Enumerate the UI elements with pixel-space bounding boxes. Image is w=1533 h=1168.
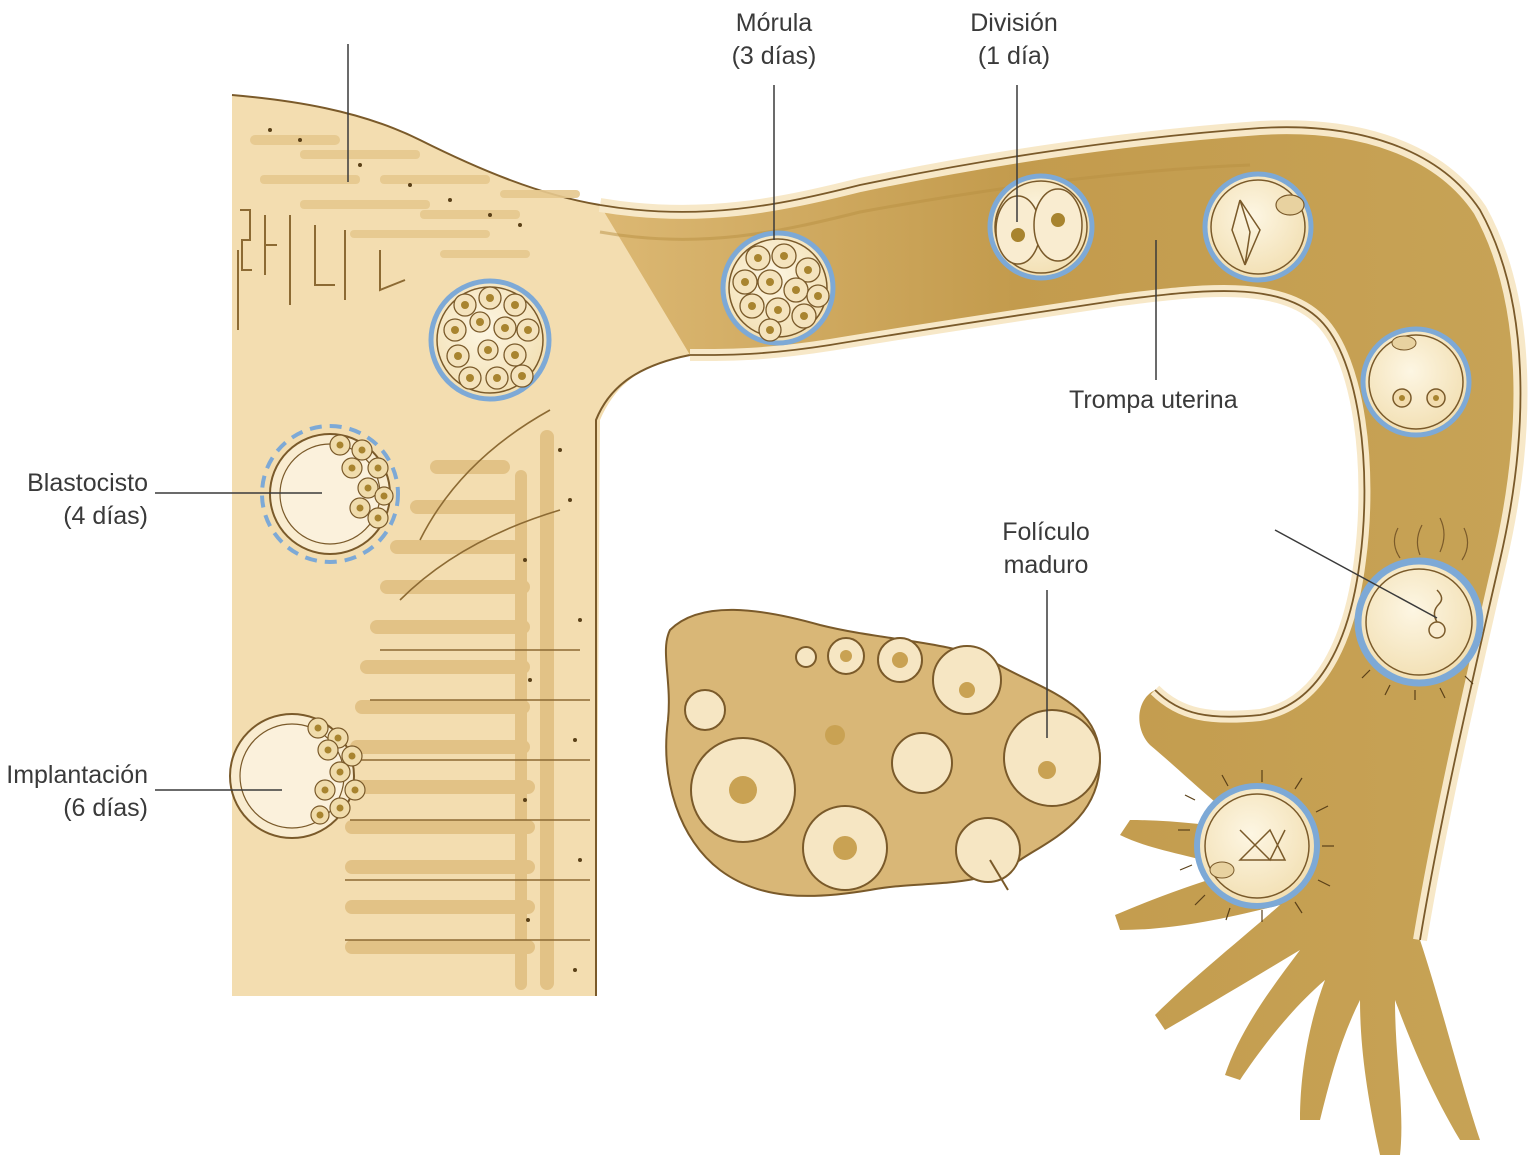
label-morula-time: (3 días) <box>714 40 834 73</box>
early-blastocyst-stage <box>431 281 549 399</box>
label-division-name: División <box>954 7 1074 40</box>
pronuclei-stage <box>1363 329 1469 435</box>
ovary <box>666 610 1100 896</box>
label-division-time: (1 día) <box>954 40 1074 73</box>
label-implantacion-time: (6 días) <box>0 792 148 825</box>
zygote-spindle <box>1205 174 1311 280</box>
label-trompa-uterina: Trompa uterina <box>1069 384 1238 417</box>
morula-stage <box>723 233 833 343</box>
label-implantacion-name: Implantación <box>0 759 148 792</box>
label-blastocisto-time: (4 días) <box>0 500 148 533</box>
label-morula-name: Mórula <box>714 7 834 40</box>
label-foliculo-sub: maduro <box>986 549 1106 582</box>
label-blastocisto-name: Blastocisto <box>0 467 148 500</box>
two-cell-stage <box>990 176 1092 278</box>
label-foliculo-name: Folículo <box>986 516 1106 549</box>
